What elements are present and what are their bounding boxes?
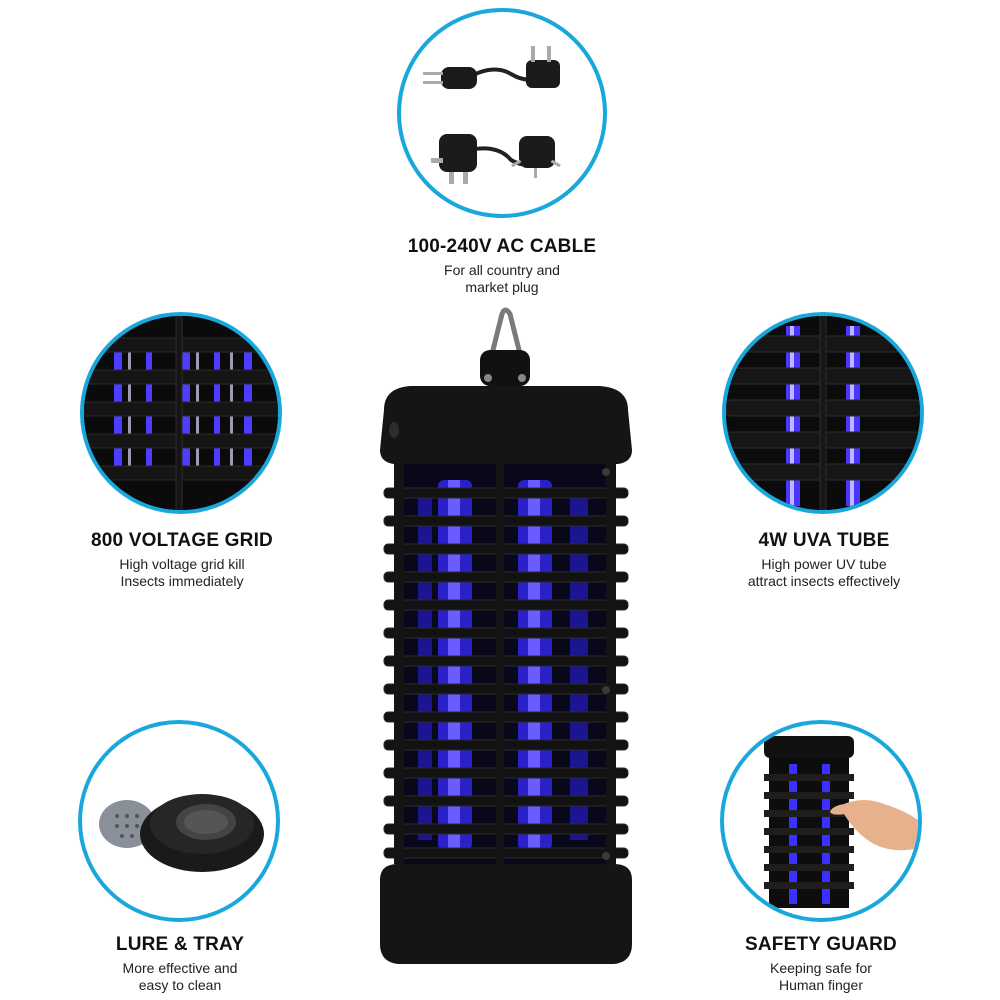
voltage-grid-circle <box>80 312 282 514</box>
tube-title: 4W UVA TUBE <box>758 530 890 551</box>
cable-plugs-circle <box>397 8 607 218</box>
tube-closeup-illustration <box>726 316 920 510</box>
lamp-guard-icon <box>764 736 854 908</box>
guard-illustration <box>764 736 918 908</box>
bug-zapper-product <box>370 300 640 980</box>
bug-zapper-illustration <box>380 307 632 964</box>
guard-desc-line1: Keeping safe for <box>770 960 872 976</box>
grid-closeup-illustration <box>84 316 278 510</box>
finger-icon <box>830 800 918 851</box>
cable-caption: 100-240V AC CABLE For all country and ma… <box>360 236 644 296</box>
tray-desc-line1: More effective and <box>122 960 238 976</box>
eu-plug-icon <box>423 67 477 89</box>
grid-caption: 800 VOLTAGE GRID High voltage grid kill … <box>60 530 304 590</box>
cable-title: 100-240V AC CABLE <box>407 236 597 257</box>
tray-desc-line2: easy to clean <box>138 977 222 993</box>
grid-desc-line2: Insects immediately <box>120 573 244 589</box>
us-plug-icon <box>526 46 560 88</box>
lure-tray-circle <box>78 720 280 922</box>
grid-title: 800 VOLTAGE GRID <box>91 530 273 551</box>
cable-desc-line2: market plug <box>465 279 539 295</box>
guard-desc-line2: Human finger <box>778 977 864 993</box>
au-plug-icon <box>511 136 561 178</box>
safety-guard-circle <box>720 720 922 922</box>
tray-illustration <box>99 794 264 872</box>
tray-caption: LURE & TRAY More effective and easy to c… <box>70 934 290 994</box>
plugs-illustration <box>423 46 561 184</box>
tube-caption: 4W UVA TUBE High power UV tube attract i… <box>698 530 950 590</box>
tray-icon <box>140 794 264 872</box>
tray-title: LURE & TRAY <box>115 934 245 955</box>
cable-desc-line1: For all country and <box>444 262 560 278</box>
uk-plug-icon <box>431 134 477 184</box>
tube-desc-line1: High power UV tube <box>761 556 887 572</box>
tube-desc-line2: attract insects effectively <box>747 573 901 589</box>
hanging-ring-icon <box>480 307 530 386</box>
guard-title: SAFETY GUARD <box>745 934 897 955</box>
guard-caption: SAFETY GUARD Keeping safe for Human fing… <box>700 934 942 994</box>
uva-tube-circle <box>722 312 924 514</box>
grid-desc-line1: High voltage grid kill <box>119 556 245 572</box>
